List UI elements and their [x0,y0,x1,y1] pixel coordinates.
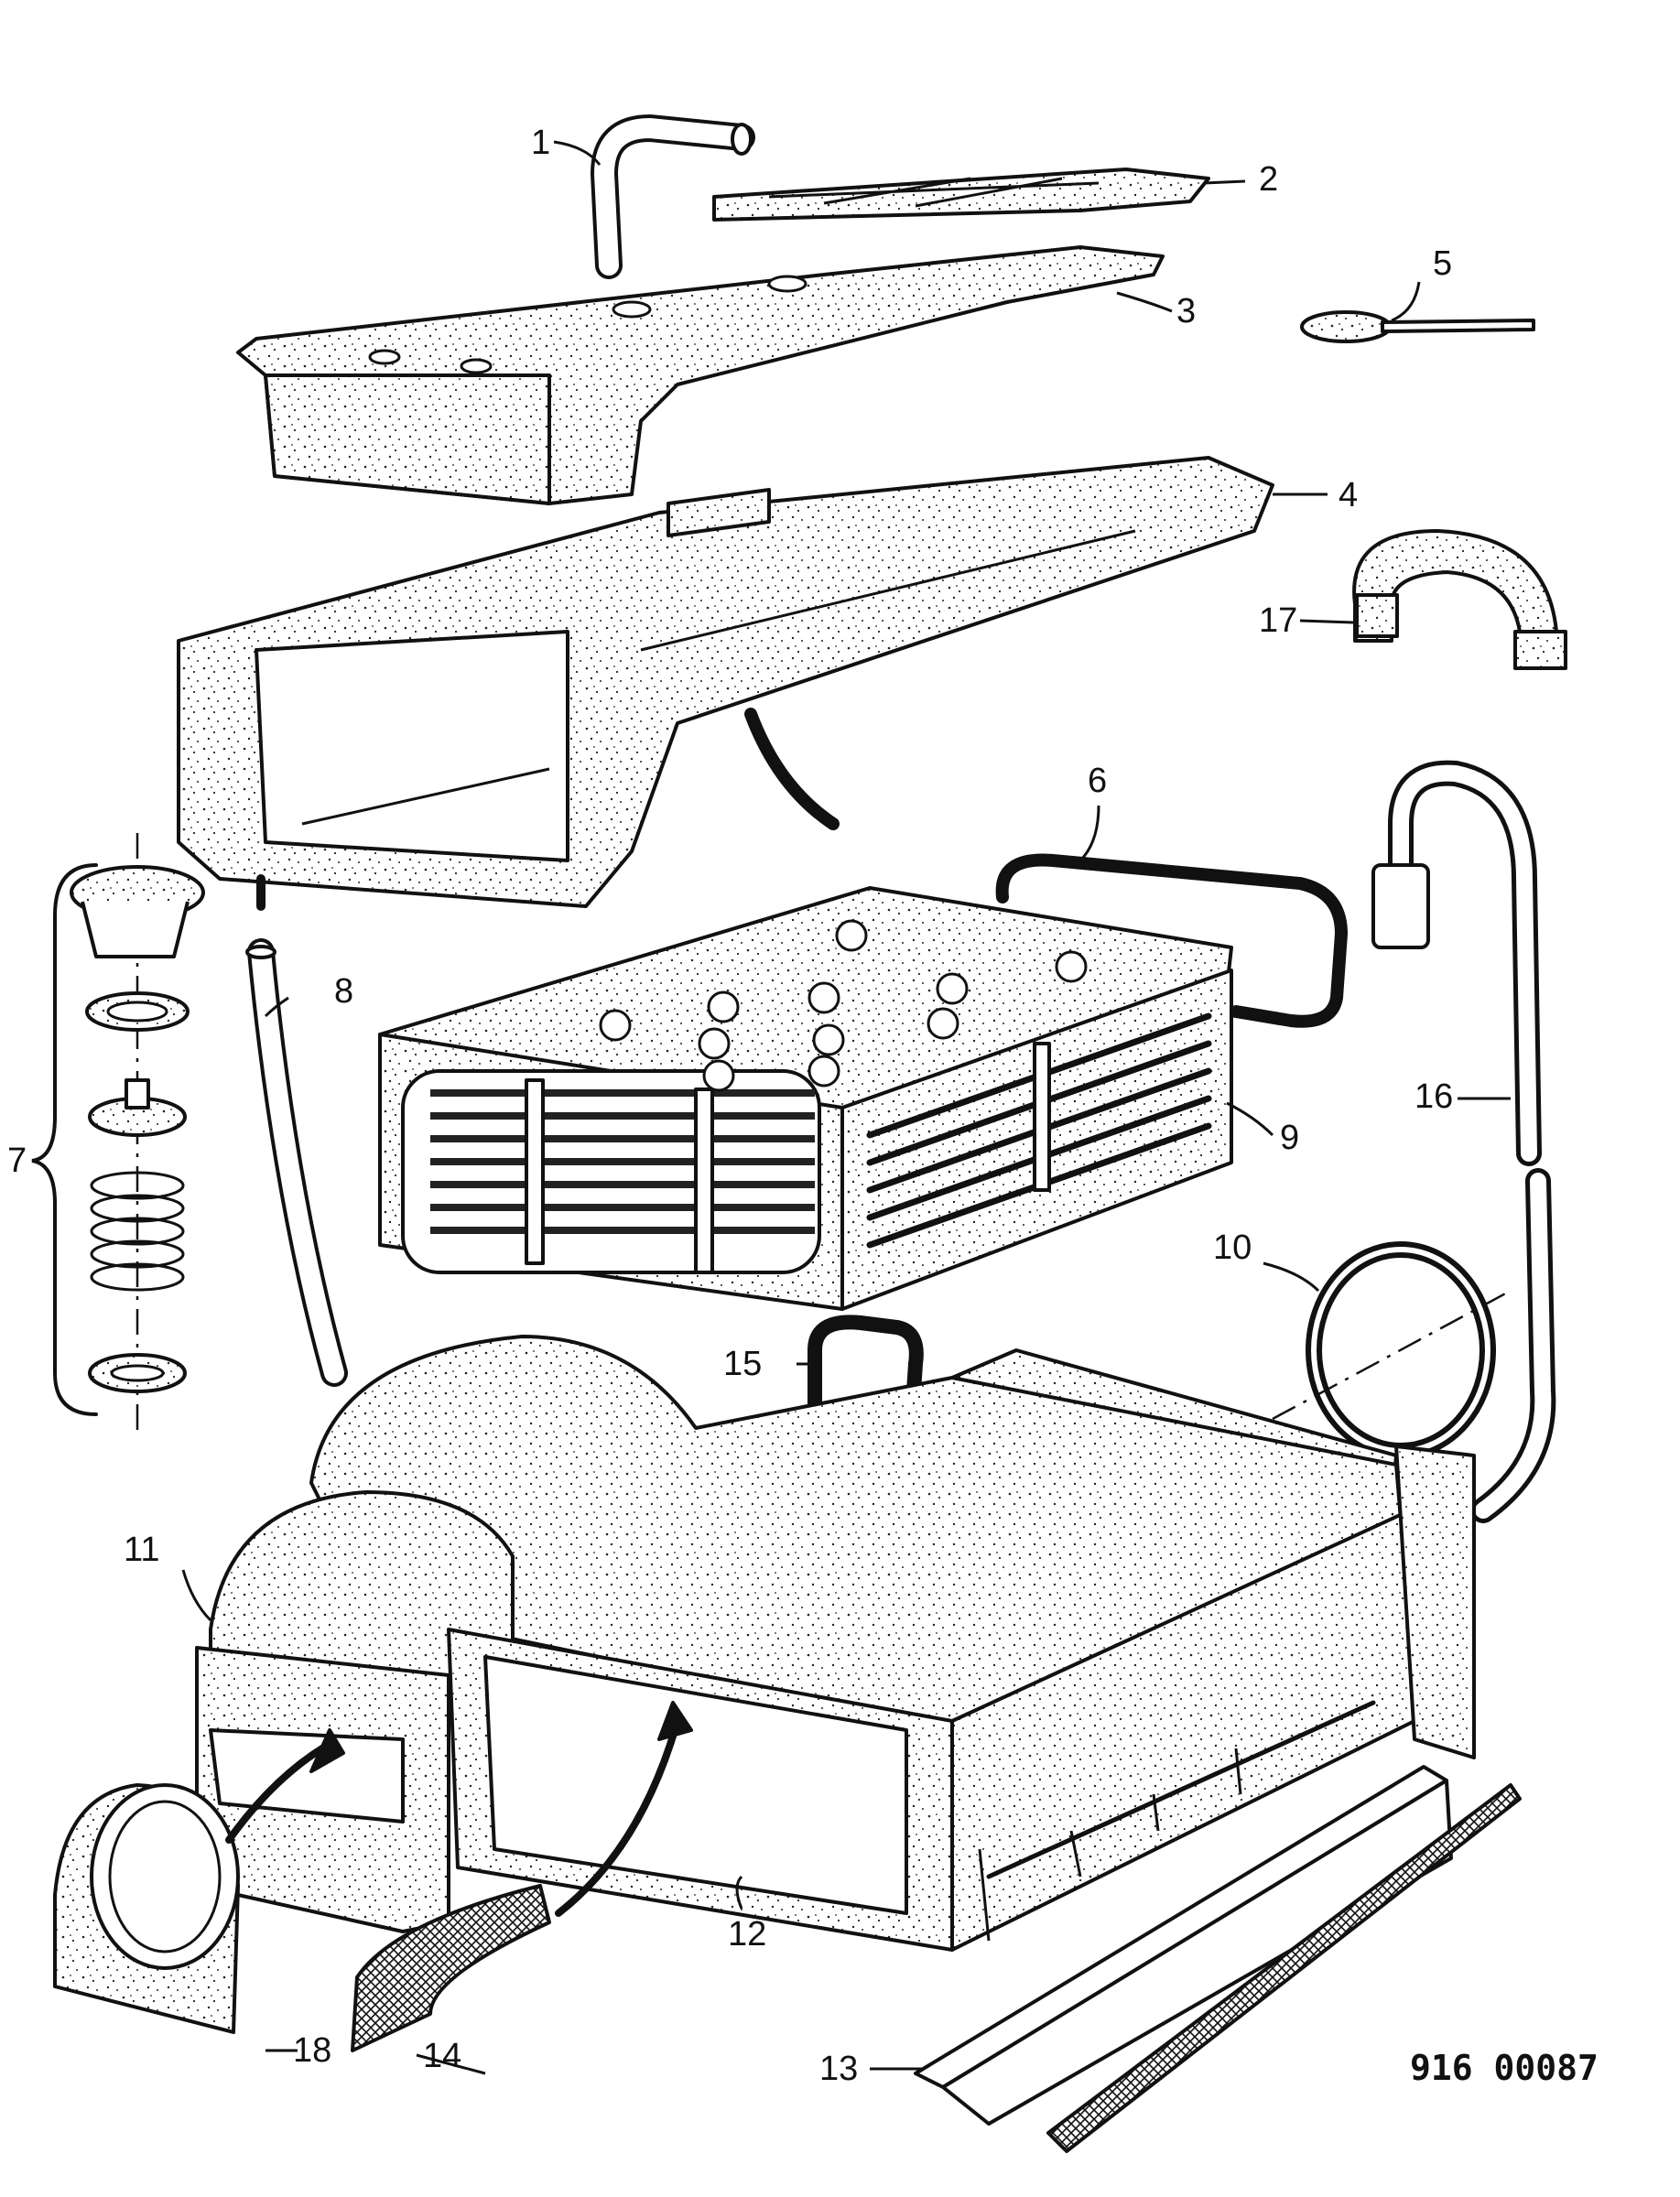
callout-8: 8 [334,972,353,1011]
callout-15: 15 [723,1345,762,1383]
part-9-heater-core [378,886,1233,1311]
part-8-tube [245,874,348,1387]
callout-5: 5 [1433,244,1452,283]
core-slats-side [866,1012,1212,1249]
part-15-u-handle [807,1315,924,1431]
callout-14: 14 [423,2037,461,2075]
part-2-grille-frame [712,168,1210,222]
part-10-ring-seal [1272,1241,1512,1459]
spring [90,1171,185,1292]
part-1-hose-elbow [590,114,755,279]
part-17-clamp [1352,529,1567,670]
part-12-blower-housing [195,1335,1476,1952]
callout-1: 1 [531,124,550,162]
callout-16: 16 [1414,1077,1453,1116]
callout-6: 6 [1088,762,1107,800]
core-slats-front [430,1078,815,1274]
callout-11: 11 [124,1531,159,1569]
callout-13: 13 [819,2050,858,2088]
part-18-outlet-nozzle [53,1728,345,2034]
part-16-flex-hose [1371,760,1556,1523]
callout-17: 17 [1259,601,1297,640]
part-5-plug [1300,310,1535,343]
part-7-valve-assembly [31,833,205,1437]
callout-7: 7 [7,1142,27,1180]
part-14-mesh-filter [351,1701,693,2052]
callout-12: 12 [728,1915,766,1953]
part-4-duct-housing [177,456,1274,908]
part-13-base-plate [914,1765,1522,2153]
part-6-gasket [995,853,1349,1028]
callout-2: 2 [1259,160,1278,199]
drawing-reference-code: 916 00087 [1410,2048,1599,2088]
leader-lines [181,140,1511,2075]
callout-labels: 1 2 3 5 4 17 6 7 8 9 16 10 15 11 12 18 1… [7,124,1453,2088]
callout-3: 3 [1176,292,1196,330]
callout-9: 9 [1280,1119,1299,1157]
callout-4: 4 [1339,476,1358,514]
part-3-upper-duct-cover [236,245,1165,505]
callout-18: 18 [293,2031,331,2070]
callout-10: 10 [1213,1228,1252,1267]
